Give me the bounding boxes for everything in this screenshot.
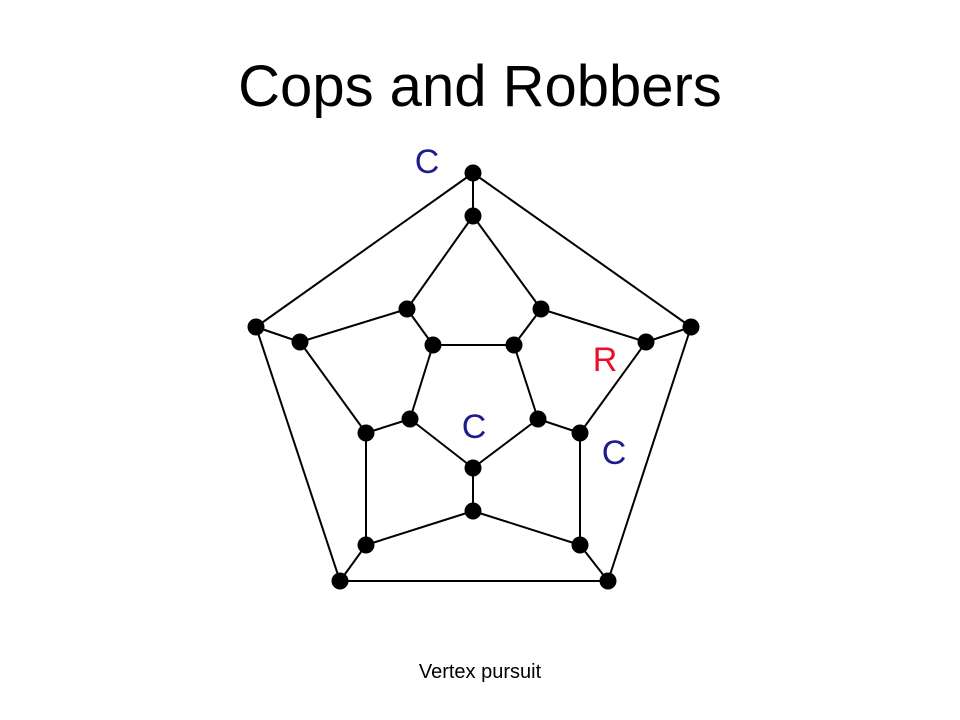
pieces-layer: C R C C: [415, 143, 627, 472]
edge-mid-top-mid-upper-left: [406, 215, 474, 310]
cop-label-cop-top: C: [415, 143, 440, 181]
edge-mid-upper-left-mid-left: [299, 308, 408, 343]
vertex-mid-top: [464, 207, 482, 225]
edge-outer-left-outer-bottom-left: [255, 326, 341, 582]
vertex-inner-bottom: [464, 459, 482, 477]
cop-label-cop-center: C: [462, 408, 487, 446]
robber-label-robber: R: [593, 341, 618, 379]
vertex-outer-bottom-left: [331, 572, 349, 590]
edge-inner-right-inner-bottom: [472, 418, 539, 469]
vertex-outer-bottom-right: [599, 572, 617, 590]
edge-mid-top-mid-upper-right: [472, 215, 542, 310]
edge-mid-right-mid-lower-right: [579, 341, 647, 434]
vertex-mid-upper-left: [398, 300, 416, 318]
vertex-mid-lower-right: [571, 424, 589, 442]
cop-label-cop-right: C: [602, 434, 627, 472]
vertex-mid-bottom-right: [571, 536, 589, 554]
vertex-inner-right: [529, 410, 547, 428]
vertices-layer: [247, 164, 700, 590]
vertex-outer-left: [247, 318, 265, 336]
edge-outer-right-outer-bottom-right: [607, 326, 692, 582]
vertex-inner-left: [401, 410, 419, 428]
vertex-mid-bottom-left: [357, 536, 375, 554]
edge-outer-top-outer-left: [255, 172, 474, 328]
vertex-mid-upper-right: [532, 300, 550, 318]
vertex-outer-top: [464, 164, 482, 182]
vertex-outer-right: [682, 318, 700, 336]
edge-mid-upper-right-mid-right: [540, 308, 647, 343]
vertex-mid-bottom: [464, 502, 482, 520]
edge-mid-left-mid-lower-left: [299, 341, 367, 434]
edges-layer: [255, 172, 692, 582]
edge-inner-left-inner-top-left: [409, 344, 434, 420]
slide-title: Cops and Robbers: [238, 54, 722, 119]
footer-text: Vertex pursuit: [418, 661, 542, 683]
vertex-mid-right: [637, 333, 655, 351]
edge-mid-bottom-mid-bottom-right: [472, 510, 581, 546]
vertex-mid-left: [291, 333, 309, 351]
vertex-inner-top-right: [505, 336, 523, 354]
edge-mid-bottom-left-mid-bottom: [365, 510, 474, 546]
edge-inner-top-right-inner-right: [513, 344, 539, 420]
edge-outer-top-outer-right: [472, 172, 692, 328]
vertex-mid-lower-left: [357, 424, 375, 442]
vertex-inner-top-left: [424, 336, 442, 354]
edge-inner-bottom-inner-left: [409, 418, 474, 469]
